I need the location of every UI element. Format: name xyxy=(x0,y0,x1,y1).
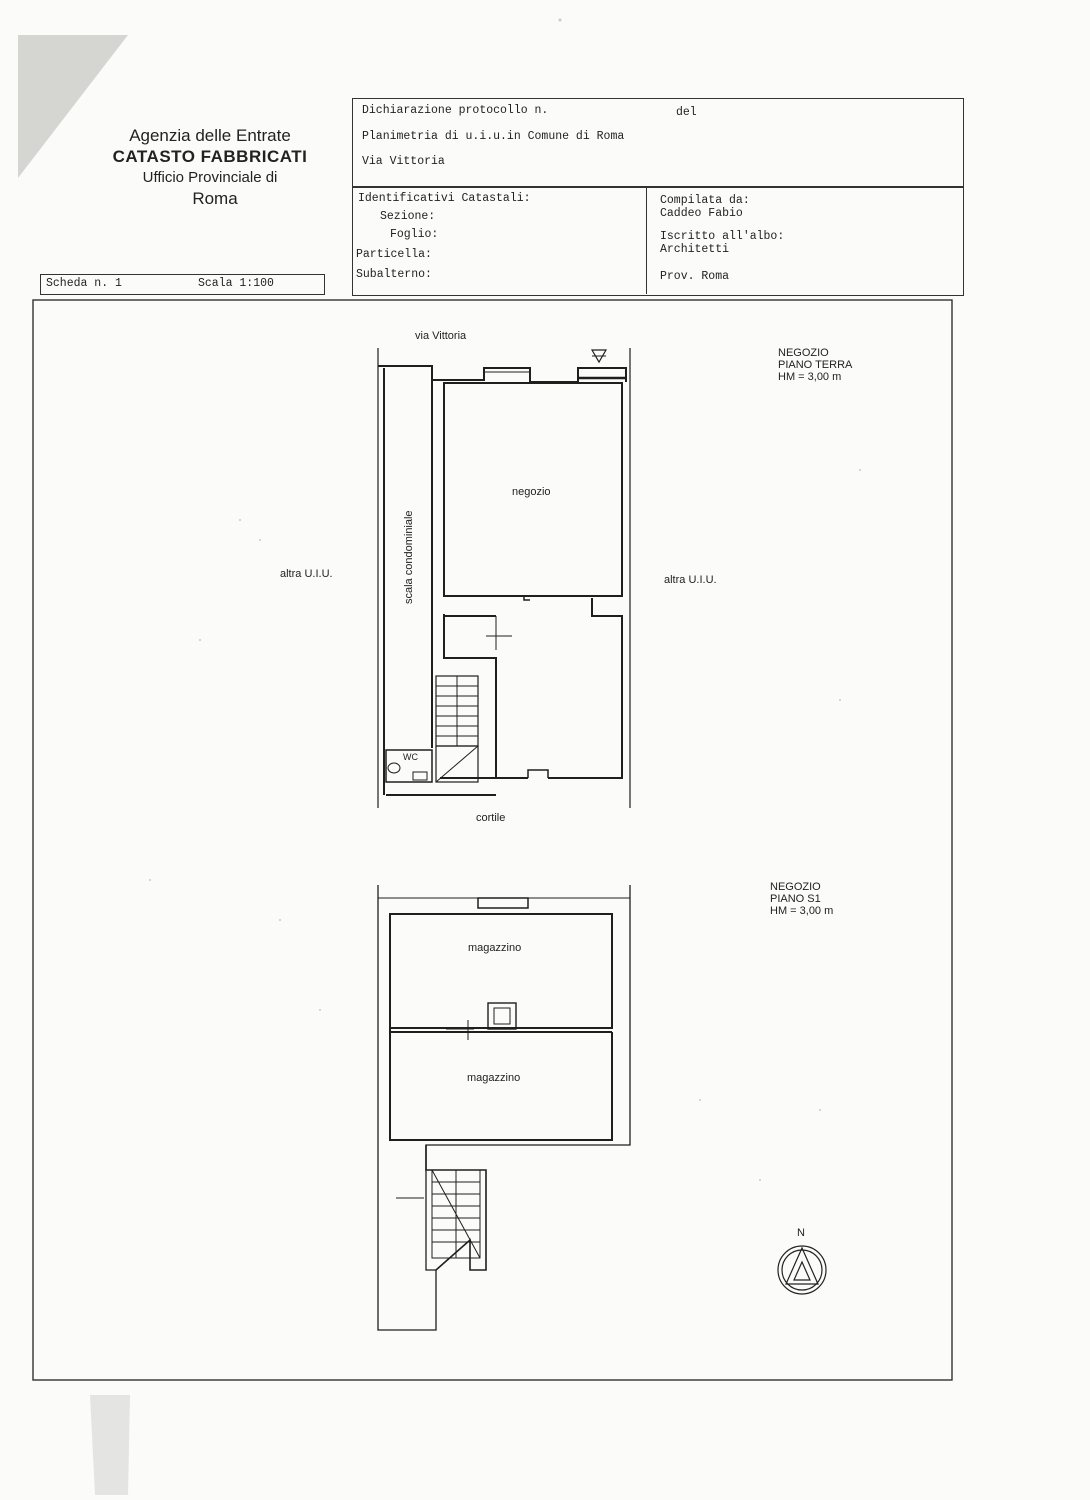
address-label: Via Vittoria xyxy=(362,155,445,168)
agency-catasto: CATASTO FABBRICATI xyxy=(112,147,308,166)
ground-floor-note: NEGOZIO PIANO TERRA HM = 3,00 m xyxy=(778,347,852,383)
scan-corner-shade xyxy=(18,35,128,178)
drawing-frame xyxy=(32,299,953,1381)
room-magazzino-lower-label: magazzino xyxy=(467,1072,521,1084)
scan-bottom-shade xyxy=(90,1395,130,1495)
room-magazzino-upper-label: magazzino xyxy=(468,942,522,954)
basement-note-line1: NEGOZIO xyxy=(770,881,821,893)
identifiers-box xyxy=(352,186,964,296)
agency-block: Agenzia delle Entrate CATASTO FABBRICATI… xyxy=(80,126,340,210)
room-negozio-label: negozio xyxy=(512,486,551,498)
prov-label: Prov. Roma xyxy=(660,270,730,283)
ground-note-line3: HM = 3,00 m xyxy=(778,371,842,383)
ground-note-line1: NEGOZIO xyxy=(778,347,829,359)
sezione-label: Sezione: xyxy=(380,210,436,223)
north-compass xyxy=(777,1245,827,1295)
ground-note-line2: PIANO TERRA xyxy=(778,359,853,371)
compiler-name: Caddeo Fabio xyxy=(660,207,743,220)
scheda-label: Scheda n. 1 xyxy=(46,277,122,290)
planimetria-label: Planimetria di u.i.u.in Comune di Roma xyxy=(362,130,625,143)
scala-label: Scala 1:100 xyxy=(198,277,274,290)
courtyard-label: cortile xyxy=(476,812,506,824)
ground-floor-plan xyxy=(377,348,631,808)
foglio-label: Foglio: xyxy=(390,228,439,241)
scan-noise xyxy=(149,18,861,1181)
agency-city: Roma xyxy=(192,189,238,208)
scheda-box xyxy=(40,274,325,295)
agency-office: Ufficio Provinciale di xyxy=(142,169,278,186)
basement-plan xyxy=(377,885,631,1331)
compass-north-label: N xyxy=(797,1227,805,1239)
declaration-del: del xyxy=(676,106,697,119)
compilata-label: Compilata da: xyxy=(660,194,750,207)
basement-note: NEGOZIO PIANO S1 HM = 3,00 m xyxy=(770,881,833,917)
agency-name: Agenzia delle Entrate xyxy=(129,126,291,145)
wc-label: WC xyxy=(403,752,418,762)
declaration-box xyxy=(352,98,964,188)
stair-condominiale-label: scala condominiale xyxy=(403,510,415,604)
particella-label: Particella: xyxy=(356,248,432,261)
identifiers-divider xyxy=(646,187,647,294)
albo-label: Architetti xyxy=(660,243,730,256)
street-label: via Vittoria xyxy=(415,330,467,342)
right-neighbor-label: altra U.I.U. xyxy=(664,574,717,586)
declaration-label: Dichiarazione protocollo n. xyxy=(362,104,549,117)
basement-note-line3: HM = 3,00 m xyxy=(770,905,834,917)
basement-note-line2: PIANO S1 xyxy=(770,893,821,905)
ident-title: Identificativi Catastali: xyxy=(358,192,531,205)
iscritto-label: Iscritto all'albo: xyxy=(660,230,785,243)
subalterno-label: Subalterno: xyxy=(356,268,432,281)
left-neighbor-label: altra U.I.U. xyxy=(280,568,333,580)
